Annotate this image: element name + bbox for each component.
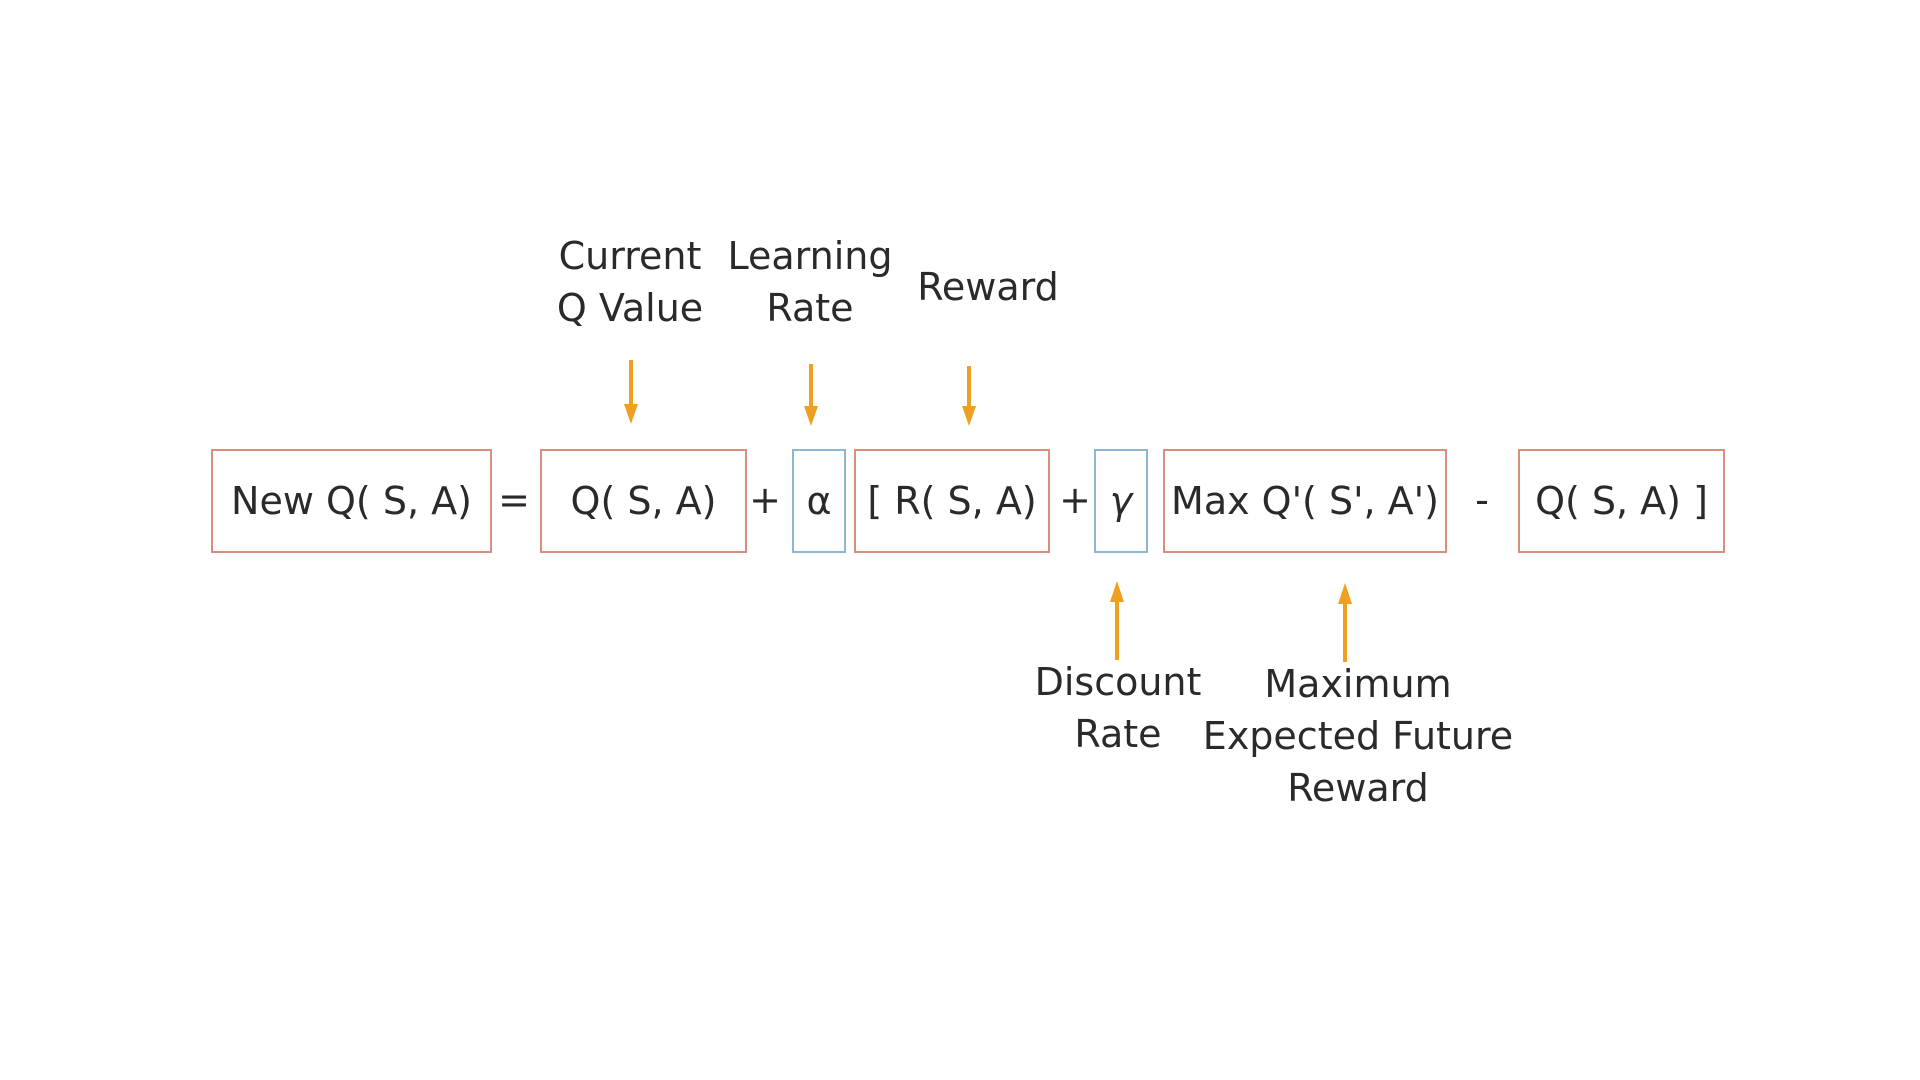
max-q-text: Max Q'( S', A') <box>1171 479 1439 523</box>
current-q-label-line-1: Current <box>558 234 702 278</box>
discount-rate-arrow-icon <box>1110 581 1124 660</box>
plus-sign-1: + <box>749 478 781 522</box>
max-future-label-line-3: Reward <box>1287 766 1429 810</box>
new-q-text: New Q( S, A) <box>231 479 472 523</box>
learning-rate-label-line-2: Rate <box>766 286 854 330</box>
current-q-arrow-icon <box>624 360 638 424</box>
reward-arrow-icon <box>962 366 976 426</box>
gamma-symbol: γ <box>1109 479 1133 523</box>
learning-rate-label: Learning Rate <box>728 230 893 334</box>
discount-rate-label-line-1: Discount <box>1034 660 1202 704</box>
current-q-label: Current Q Value <box>557 230 703 334</box>
learning-rate-arrow-icon <box>804 364 818 426</box>
alpha-symbol: α <box>806 479 832 523</box>
reward-term-text: [ R( S, A) <box>867 479 1037 523</box>
discount-rate-label-line-2: Rate <box>1074 712 1162 756</box>
learning-rate-label-line-1: Learning <box>727 234 893 278</box>
max-q-box: Max Q'( S', A') <box>1163 449 1447 553</box>
last-q-text: Q( S, A) ] <box>1535 479 1708 523</box>
alpha-box: α <box>792 449 846 553</box>
minus-sign: - <box>1475 478 1489 522</box>
current-q-label-line-2: Q Value <box>556 286 704 330</box>
gamma-box: γ <box>1094 449 1148 553</box>
max-future-arrow-icon <box>1338 583 1352 662</box>
current-q-box: Q( S, A) <box>540 449 747 553</box>
reward-label: Reward <box>917 261 1059 313</box>
max-future-label-line-2: Expected Future <box>1202 714 1514 758</box>
equals-sign: = <box>498 478 530 522</box>
plus-sign-2: + <box>1059 478 1091 522</box>
discount-rate-label: Discount Rate <box>1035 656 1202 760</box>
max-future-label-line-1: Maximum <box>1264 662 1452 706</box>
reward-term-box: [ R( S, A) <box>854 449 1050 553</box>
current-q-text: Q( S, A) <box>570 479 717 523</box>
new-q-box: New Q( S, A) <box>211 449 492 553</box>
reward-label-line: Reward <box>917 265 1059 309</box>
max-future-label: Maximum Expected Future Reward <box>1203 658 1513 814</box>
last-q-box: Q( S, A) ] <box>1518 449 1725 553</box>
